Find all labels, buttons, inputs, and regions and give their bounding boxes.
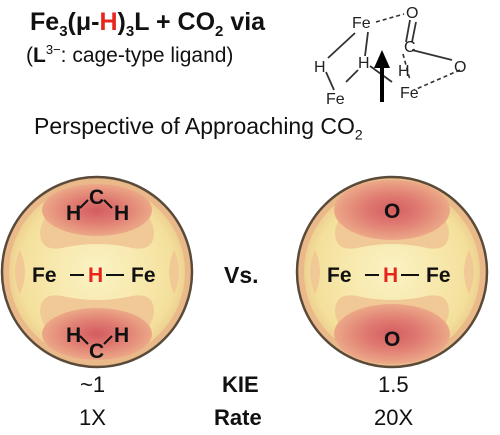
left-bond-bottom-h1-c [79, 335, 89, 345]
bond-fe-top-h-mid [364, 31, 369, 57]
rate-label: Rate [214, 405, 262, 430]
left-bottom-c: C [89, 340, 104, 363]
bond-fe-left-h-mid [345, 69, 359, 83]
rate-right-value: 20X [374, 405, 414, 430]
left-bond-bottom-c-h2 [103, 335, 113, 345]
perspective-subscript: 2 [354, 126, 363, 143]
bond-c-o-top-2 [411, 21, 417, 43]
left-top-lobe [42, 184, 152, 236]
mechanism-sketch: Fe H H H C O O Fe Fe [314, 5, 466, 108]
mech-fe-right: Fe [400, 85, 419, 102]
right-top-o: O [384, 200, 400, 223]
left-bottom-h1: H [66, 324, 81, 347]
mech-fe-top: Fe [352, 15, 371, 32]
title-line-2: (L3−: cage-type ligand) [26, 42, 233, 68]
title-co-subscript: 2 [215, 23, 224, 40]
title-ligand: L [134, 8, 150, 36]
title-via: via [223, 8, 266, 36]
perspective-caption: Perspective of Approaching CO2 [34, 113, 363, 143]
right-east-lobe [464, 250, 474, 294]
dash-c-fe-right [402, 53, 411, 81]
dash-fe-o-top [375, 13, 405, 23]
mech-c: C [404, 39, 416, 56]
left-top-h2: H [114, 202, 129, 225]
right-hydride: H [383, 264, 398, 287]
left-top-h1: H [66, 202, 81, 225]
right-bottom-lobe [334, 304, 450, 364]
kie-label: KIE [222, 372, 259, 397]
left-bond-top-h1-c [79, 199, 89, 209]
left-west-lobe [15, 250, 25, 294]
left-bottom-lobe [42, 308, 152, 360]
kie-left-value: ~1 [80, 372, 106, 397]
right-potential-map: O Fe H Fe O [295, 175, 489, 369]
title-co: + CO [149, 8, 216, 36]
title-mu: (μ- [67, 8, 100, 36]
left-fe1: Fe [32, 264, 57, 287]
mech-h-left: H [314, 59, 326, 76]
title-h-subscript: 3 [125, 23, 135, 40]
right-west-lobe [310, 250, 320, 294]
perspective-text: Perspective of Approaching CO [34, 113, 355, 139]
left-potential-map: H C H Fe H Fe H C H [0, 175, 194, 369]
ligand-description: : cage-type ligand) [60, 44, 234, 67]
mech-h-right: H [398, 63, 410, 80]
title-close-paren: ) [117, 8, 126, 36]
ligand-symbol: L [33, 44, 46, 67]
left-hydride: H [88, 264, 103, 287]
bond-c-o-top-1 [405, 19, 411, 43]
ligand-charge: 3− [45, 42, 61, 57]
left-bond-top-c-h2 [103, 199, 113, 209]
left-top-c: C [89, 186, 104, 209]
title-line-1: Fe3(μ-H)3L + CO2 via [30, 8, 265, 40]
dash-o-fe-right [413, 69, 461, 91]
right-top-lobe [334, 180, 450, 240]
ligand-open-paren: ( [26, 44, 33, 67]
left-east-lobe [169, 250, 179, 294]
kie-right-value: 1.5 [378, 372, 409, 397]
versus-label: Vs. [224, 262, 259, 288]
approach-arrow-head [374, 50, 390, 68]
rate-left-value: 1X [79, 405, 106, 430]
title-hydride: H [99, 8, 118, 36]
bond-h-left-fe-left [325, 71, 335, 91]
right-fe1: Fe [327, 264, 352, 287]
title-fe: Fe [30, 8, 60, 36]
bond-c-o-right [411, 49, 453, 61]
mech-h-mid: H [358, 55, 370, 72]
right-fe2: Fe [426, 264, 451, 287]
title-fe-subscript: 3 [59, 23, 68, 40]
left-fe2: Fe [131, 264, 156, 287]
bond-fe-top-h-left [327, 32, 356, 59]
mech-o-right: O [454, 59, 466, 76]
left-bottom-h2: H [114, 324, 129, 347]
right-bottom-o: O [384, 328, 400, 351]
mech-fe-left: Fe [326, 91, 345, 108]
mech-o-top: O [406, 5, 418, 22]
